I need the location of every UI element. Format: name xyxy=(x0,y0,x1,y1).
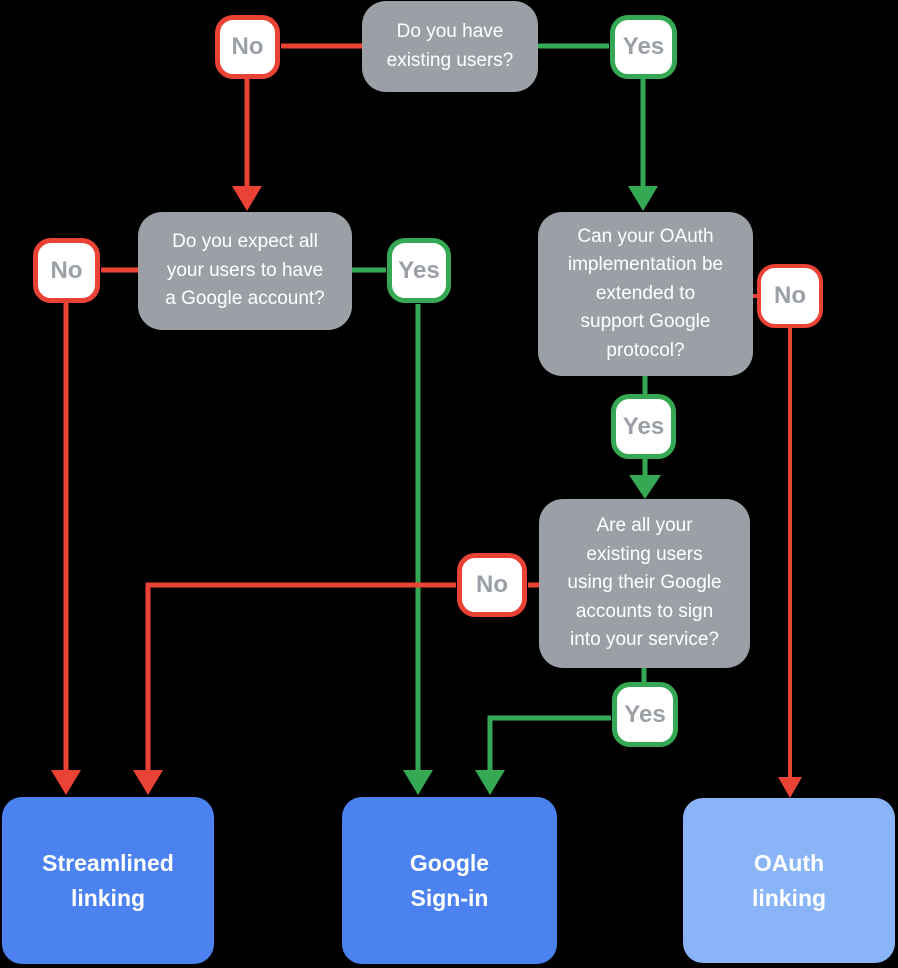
outcome-streamlined-linking-text: Streamlined linking xyxy=(42,850,174,911)
decision-users-google-signin: Are all your existing users using their … xyxy=(539,499,750,668)
badge-no-oauth-extended-label: No xyxy=(774,282,806,309)
edge-yes4-to-signin xyxy=(487,715,611,772)
arrowhead-oauth xyxy=(778,777,802,798)
arrowhead-q4 xyxy=(629,475,661,499)
badge-no-existing-users-label: No xyxy=(231,33,264,60)
arrowhead-q3 xyxy=(628,186,658,211)
outcome-google-signin: Google Sign-in xyxy=(342,797,557,964)
decision-oauth-extended: Can your OAuth implementation be extende… xyxy=(538,212,753,376)
badge-yes-oauth-extended-label: Yes xyxy=(622,412,665,440)
badge-yes-existing-users-label: Yes xyxy=(622,33,665,60)
badge-no-users-google-signin-label: No xyxy=(476,571,508,598)
badge-yes-existing-users: Yes xyxy=(610,15,677,79)
outcome-oauth-linking: OAuth linking xyxy=(683,798,895,963)
decision-google-account: Do you expect all your users to have a G… xyxy=(138,212,352,330)
outcome-streamlined-linking: Streamlined linking xyxy=(2,797,214,964)
arrowhead-signin-2 xyxy=(475,770,505,795)
arrowhead-signin-1 xyxy=(403,770,433,795)
arrowhead-q2 xyxy=(232,186,262,211)
arrowhead-streamlined-1 xyxy=(51,770,81,795)
badge-no-existing-users: No xyxy=(215,15,280,79)
outcome-google-signin-text: Google Sign-in xyxy=(409,850,490,911)
badge-yes-google-account-label: Yes xyxy=(398,256,440,284)
arrowhead-streamlined-2 xyxy=(133,770,163,795)
badge-yes-oauth-extended: Yes xyxy=(611,394,676,459)
badge-no-users-google-signin: No xyxy=(457,553,527,617)
badge-yes-users-google-signin: Yes xyxy=(612,682,678,747)
badge-yes-google-account: Yes xyxy=(387,238,451,303)
decision-oauth-extended-text: Can your OAuth implementation be extende… xyxy=(567,225,724,361)
badge-yes-users-google-signin-label: Yes xyxy=(624,700,666,728)
edge-no4-to-streamlined xyxy=(145,582,456,772)
badge-no-google-account: No xyxy=(33,238,100,303)
badge-no-google-account-label: No xyxy=(50,256,83,284)
decision-google-account-text: Do you expect all your users to have a G… xyxy=(165,231,325,310)
badge-no-oauth-extended: No xyxy=(757,264,823,328)
outcome-oauth-linking-text: OAuth linking xyxy=(751,850,827,911)
decision-existing-users: Do you have existing users? xyxy=(362,1,538,92)
decision-existing-users-text: Do you have existing users? xyxy=(386,21,514,71)
decision-users-google-signin-text: Are all your existing users using their … xyxy=(567,515,722,651)
